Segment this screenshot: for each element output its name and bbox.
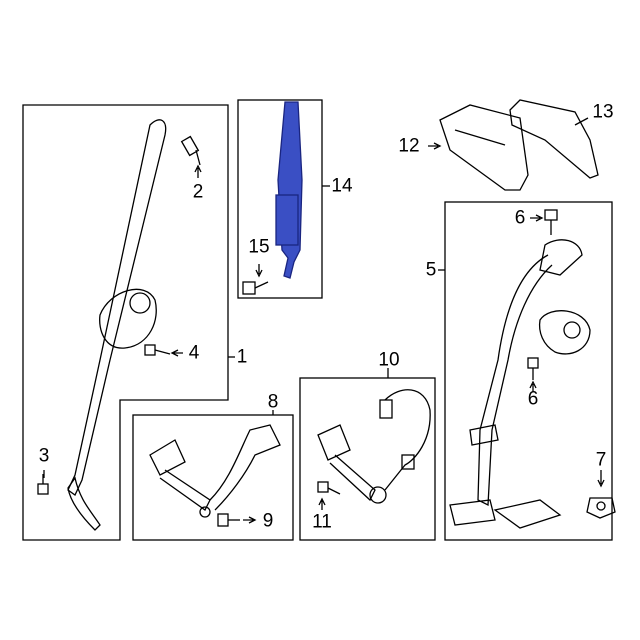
group-box-10 (299, 377, 436, 541)
callout-4: 4 (188, 342, 200, 364)
group-box-8 (132, 414, 294, 541)
bolt-4 (144, 344, 171, 356)
callout-7: 7 (595, 449, 607, 471)
callout-9: 9 (262, 510, 274, 532)
buckle-10 (317, 389, 431, 504)
bolt-11 (317, 481, 341, 495)
bolt-6-top (544, 209, 558, 235)
group-box-14 (237, 99, 323, 299)
callout-5: 5 (425, 259, 437, 281)
callout-12: 12 (398, 135, 420, 157)
strap-14-highlighted (275, 101, 303, 279)
seat-belt-assembly-right (449, 239, 591, 529)
cover-12 (439, 104, 529, 191)
bolt-6-lower (527, 357, 539, 380)
callout-15: 15 (248, 236, 270, 258)
bolt-3 (37, 474, 49, 495)
nut-7 (586, 497, 616, 519)
bolt-2 (180, 135, 201, 166)
callout-6-top: 6 (514, 207, 526, 229)
callout-1: 1 (236, 346, 248, 368)
callout-3: 3 (38, 445, 50, 467)
cover-13 (509, 99, 599, 179)
buckle-8 (149, 424, 281, 518)
bolt-9 (217, 513, 240, 527)
seat-belt-assembly-left (67, 119, 167, 531)
callout-8: 8 (267, 391, 279, 413)
callout-14: 14 (331, 175, 353, 197)
group-box-5 (444, 201, 613, 541)
bolt-15 (242, 281, 269, 295)
callout-2: 2 (192, 181, 204, 203)
callout-10: 10 (378, 349, 400, 371)
callout-6-lower: 6 (527, 388, 539, 410)
callout-11: 11 (312, 511, 332, 533)
callout-13: 13 (592, 101, 614, 123)
group-box-1 (22, 104, 229, 541)
